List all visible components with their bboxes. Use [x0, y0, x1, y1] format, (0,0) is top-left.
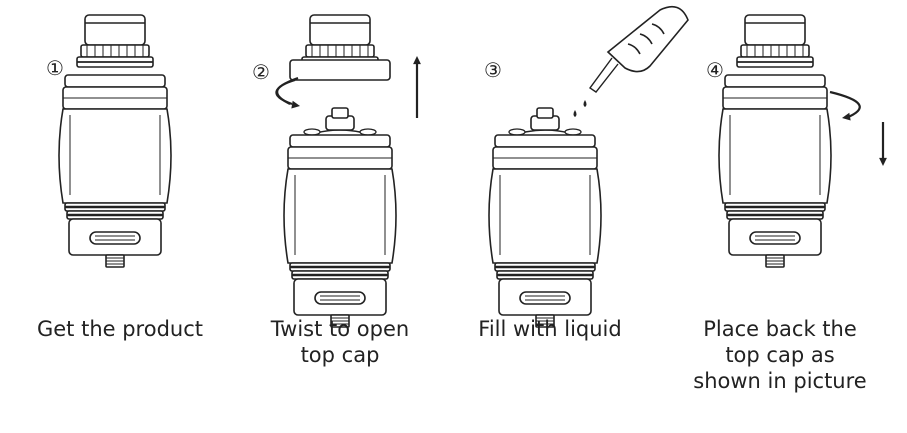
step-4-number: ④: [706, 58, 724, 82]
down-arrow-icon: [879, 122, 887, 166]
droplet-icon: [583, 100, 587, 107]
tank-cap-replaced-icon: [718, 14, 832, 268]
step-3-caption: Fill with liquid: [478, 317, 622, 341]
tank-open-fill-icon: [488, 107, 602, 328]
tank-cap-removed-icon: [276, 14, 397, 328]
step-2-number: ②: [252, 60, 270, 84]
up-arrow-icon: [413, 56, 421, 118]
twist-arrow-icon: [275, 76, 300, 109]
step-2-caption: Twist to open top cap: [270, 317, 410, 367]
tank-assembled-icon: [58, 14, 172, 268]
droplet-icon: [573, 110, 577, 117]
step-1-caption: Get the product: [36, 317, 203, 341]
liquid-bottle-icon: [589, 5, 689, 93]
step-3-number: ③: [484, 58, 502, 82]
twist-arrow-icon: [829, 90, 861, 121]
step-1-number: ①: [46, 56, 64, 80]
step-4-caption: Place back the top cap as shown in pictu…: [693, 317, 867, 393]
